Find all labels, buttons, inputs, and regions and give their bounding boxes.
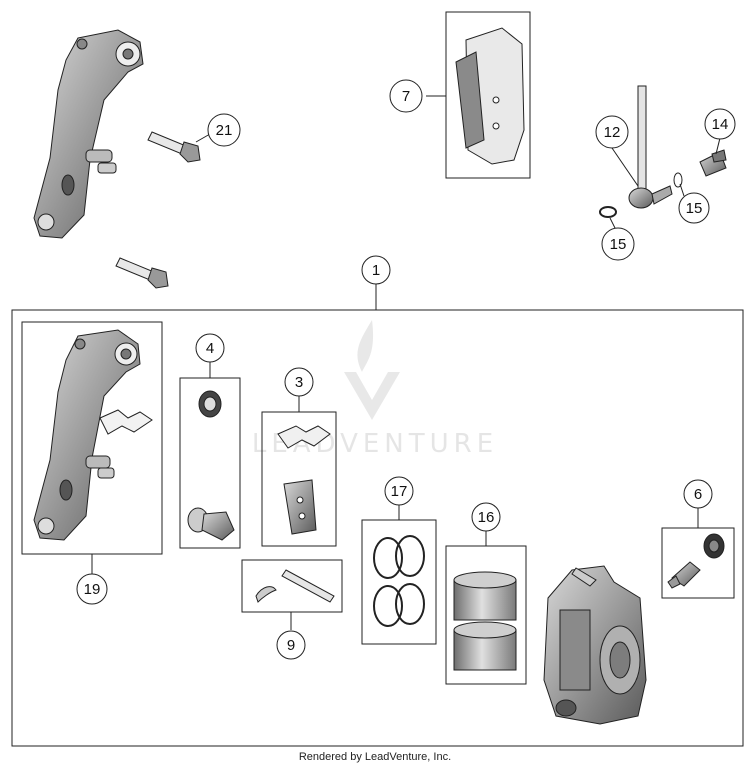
brake-line-part	[599, 85, 727, 218]
svg-text:17: 17	[391, 483, 408, 500]
caliper-assembly-box	[11, 309, 744, 747]
bolt-part	[115, 257, 169, 289]
callout-15-right: 15	[678, 192, 710, 224]
pad-pin-box	[241, 559, 343, 613]
caliper-bracket-part	[33, 329, 141, 541]
bolt-part	[147, 131, 201, 163]
svg-text:12: 12	[604, 124, 621, 141]
bleed-valve-part	[667, 533, 725, 589]
leader-lines	[195, 95, 721, 231]
callout-3: 3	[284, 367, 314, 397]
callout-7: 7	[389, 79, 423, 113]
callout-1: 1	[361, 255, 391, 285]
caliper-body-part	[543, 565, 647, 725]
pad-spring-clip-part	[99, 409, 153, 435]
callout-4: 4	[195, 333, 225, 363]
pad-spring-part	[277, 425, 331, 535]
svg-text:21: 21	[216, 122, 233, 139]
pad-pin-part	[255, 569, 335, 603]
svg-text:1: 1	[372, 262, 380, 279]
banjo-bolt-part	[187, 507, 235, 541]
svg-text:7: 7	[402, 88, 410, 105]
callout-9: 9	[276, 630, 306, 660]
svg-text:19: 19	[84, 581, 101, 598]
caliper-bracket-part	[33, 29, 144, 239]
callout-17: 17	[384, 476, 414, 506]
svg-text:6: 6	[694, 486, 702, 503]
seal-kit-box	[361, 519, 437, 645]
callout-16: 16	[471, 502, 501, 532]
callout-14: 14	[704, 108, 736, 140]
svg-text:3: 3	[295, 374, 303, 391]
piston-part	[453, 571, 517, 671]
svg-text:4: 4	[206, 340, 214, 357]
seal-ring-part	[373, 535, 425, 627]
callout-12: 12	[595, 115, 629, 149]
svg-text:15: 15	[686, 200, 703, 217]
callout-6: 6	[683, 479, 713, 509]
svg-text:9: 9	[287, 637, 295, 654]
svg-text:15: 15	[610, 236, 627, 253]
bleed-cap-part	[198, 390, 222, 418]
svg-text:16: 16	[478, 509, 495, 526]
callout-15-left: 15	[601, 227, 635, 261]
svg-text:14: 14	[712, 116, 729, 133]
footer-credit: Rendered by LeadVenture, Inc.	[298, 751, 452, 763]
brake-pad-box	[445, 11, 531, 179]
callout-21: 21	[207, 113, 241, 147]
brake-pad-part	[455, 27, 525, 165]
callout-19: 19	[76, 573, 108, 605]
